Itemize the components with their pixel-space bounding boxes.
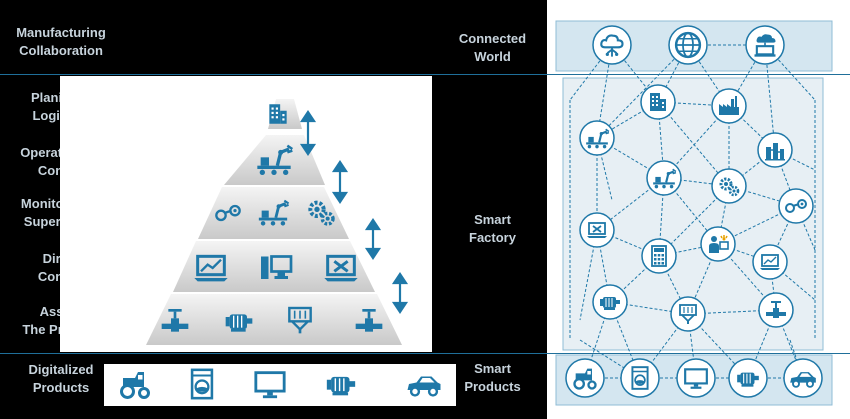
label-line: Smart <box>474 212 511 227</box>
pyramid-tier-5 <box>146 294 402 345</box>
node-laptop-tools <box>579 212 615 248</box>
car-icon <box>405 374 443 398</box>
products-panel <box>104 364 456 406</box>
label-smart-products: Smart Products <box>440 360 545 396</box>
label-line: Products <box>464 379 521 394</box>
tractor-icon <box>119 370 151 400</box>
network <box>555 20 833 406</box>
node-pipe-valve <box>758 292 794 328</box>
calculator-icon <box>651 245 667 267</box>
node-conveyor <box>579 120 615 156</box>
node-car <box>783 358 823 398</box>
products-row <box>119 368 443 400</box>
double-arrow-icon <box>331 160 349 204</box>
double-arrow-icon <box>364 218 382 260</box>
pyramid-arrows <box>299 110 409 314</box>
label-line: World <box>474 49 511 64</box>
node-presenter <box>700 226 736 262</box>
monitor-icon <box>254 371 286 400</box>
node-building <box>640 84 676 120</box>
node-motor <box>592 284 628 320</box>
node-monitor <box>676 358 716 398</box>
node-factory <box>711 88 747 124</box>
node-valve <box>778 188 814 224</box>
node-tanks <box>757 132 793 168</box>
pyramid-tier-3 <box>198 187 349 239</box>
double-arrow-icon <box>391 272 409 314</box>
node-globe <box>668 25 708 65</box>
pyramid <box>146 99 409 345</box>
node-tractor <box>565 358 605 398</box>
node-filter <box>670 296 706 332</box>
label-line: Factory <box>469 230 516 245</box>
label-line: Connected <box>458 31 527 46</box>
separator-bottom <box>0 353 850 354</box>
label-line: Products <box>32 380 90 395</box>
pyramid-tier-4 <box>173 241 375 292</box>
label-line: Smart <box>474 361 511 376</box>
node-laptop-chart <box>752 244 788 280</box>
label-digitalized-products: Digitalized Products <box>2 361 120 397</box>
separator-top <box>0 74 850 75</box>
node-gears <box>711 168 747 204</box>
network-nodes <box>565 25 823 398</box>
label-manufacturing-collaboration: Manufacturing Collaboration <box>2 24 120 60</box>
node-motor-2 <box>728 358 768 398</box>
label-line: Manufacturing <box>16 25 106 40</box>
node-calculator <box>641 238 677 274</box>
node-cloud-tree <box>592 25 632 65</box>
pyramid-tier-2 <box>224 135 325 185</box>
node-conveyor-2 <box>646 160 682 196</box>
double-arrow-icon <box>299 110 317 156</box>
label-line: Digitalized <box>28 362 94 377</box>
motor-icon <box>326 376 356 397</box>
washing-machine-icon <box>190 368 214 400</box>
label-connected-world: Connected World <box>440 30 545 66</box>
node-cloud-computer <box>745 25 785 65</box>
label-smart-factory: Smart Factory <box>440 211 545 247</box>
label-line: Collaboration <box>19 43 103 58</box>
node-washer <box>620 358 660 398</box>
